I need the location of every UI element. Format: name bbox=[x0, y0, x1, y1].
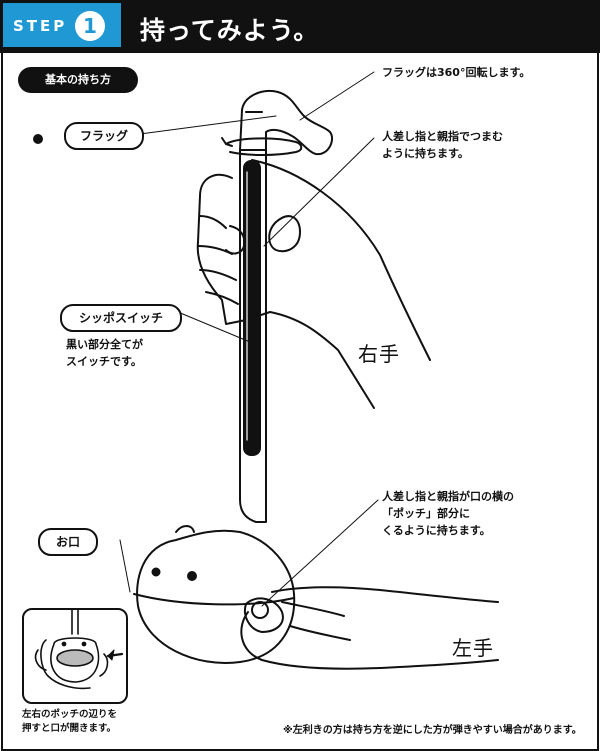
footnote: ※左利きの方は持ち方を逆にした方が弾きやすい場合があります。 bbox=[283, 725, 582, 736]
flag bbox=[239, 90, 334, 156]
pocchi-note-line1: 人差し指と親指が口の横の bbox=[382, 490, 514, 503]
mouth-label: お口 bbox=[38, 528, 98, 556]
mouth-line bbox=[133, 593, 295, 606]
step-badge: STEP 1 bbox=[3, 3, 121, 47]
left-hand bbox=[240, 586, 499, 670]
section-subtitle: 基本の持ち方 bbox=[18, 67, 138, 93]
otamatone-head bbox=[136, 529, 296, 664]
switch-strip bbox=[243, 160, 261, 456]
pinch-note-line2: ように持ちます。 bbox=[382, 147, 469, 160]
switch-label: シッポスイッチ bbox=[60, 304, 182, 332]
rotate-arrow-icon bbox=[225, 137, 303, 156]
bullet-dot bbox=[33, 134, 43, 144]
pocchi-note-line2: 「ポッチ」部分に bbox=[382, 507, 470, 520]
right-index-tip bbox=[225, 225, 246, 255]
stem-outline bbox=[239, 149, 267, 523]
right-hand-fingers bbox=[197, 215, 239, 305]
switch-note-line1: 黒い部分全てが bbox=[66, 338, 143, 351]
step-label: STEP bbox=[13, 17, 68, 35]
inset-caption: 左右のポッチの辺りを 押すと口が開きます。 bbox=[22, 708, 117, 736]
pocchi-note: 人差し指と親指が口の横の 「ポッチ」部分に くるように持ちます。 bbox=[382, 488, 514, 539]
left-thumb bbox=[244, 597, 284, 633]
pinch-note-line1: 人差し指と親指でつまむ bbox=[382, 130, 503, 143]
flag-note: フラッグは360°回転します。 bbox=[382, 66, 531, 79]
pinch-note: 人差し指と親指でつまむ ように持ちます。 bbox=[382, 128, 503, 162]
pocchi-note-line3: くるように持ちます。 bbox=[382, 524, 491, 537]
flag-label: フラッグ bbox=[64, 122, 144, 150]
inset-caption-line1: 左右のポッチの辺りを bbox=[22, 709, 118, 720]
inset-illustration bbox=[22, 608, 128, 704]
inset-caption-line2: 押すと口が開きます。 bbox=[22, 723, 117, 734]
page-title: 持ってみよう。 bbox=[140, 16, 320, 45]
right-hand bbox=[196, 173, 375, 409]
right-hand-label: 右手 bbox=[358, 342, 400, 366]
step-number: 1 bbox=[75, 11, 105, 41]
switch-note-line2: スイッチです。 bbox=[66, 355, 142, 368]
inset-drawing bbox=[34, 610, 124, 690]
right-thumb bbox=[268, 215, 301, 253]
right-hand-back bbox=[251, 159, 431, 361]
switch-note: 黒い部分全てが スイッチです。 bbox=[66, 336, 143, 370]
left-hand-label: 左手 bbox=[452, 636, 494, 660]
header-bar: STEP 1 持ってみよう。 bbox=[0, 0, 600, 53]
